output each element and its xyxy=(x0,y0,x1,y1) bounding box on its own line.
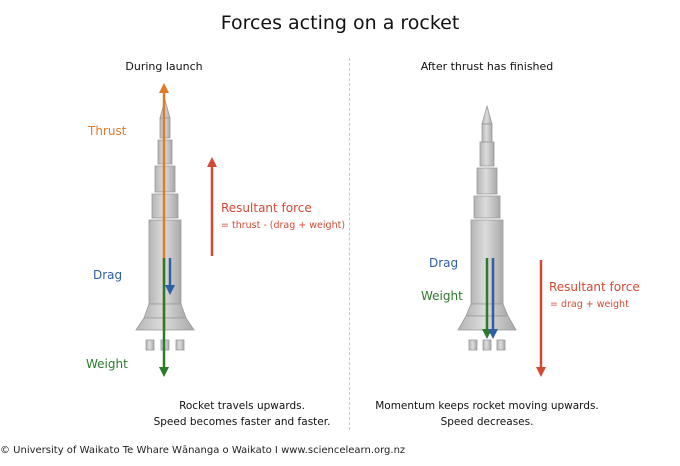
left-panel-title: During launch xyxy=(125,60,203,73)
left-caption-line1: Rocket travels upwards. xyxy=(179,400,305,412)
left-thrust-label: Thrust xyxy=(88,124,127,138)
panel-divider xyxy=(349,58,350,430)
left-drag-label: Drag xyxy=(93,268,123,282)
right-caption-line1: Momentum keeps rocket moving upwards. xyxy=(375,400,599,412)
footer-credit: © University of Waikato Te Whare Wānanga… xyxy=(0,445,406,456)
right-weight-label: Weight xyxy=(421,289,463,303)
left-caption-line2: Speed becomes faster and faster. xyxy=(153,416,331,428)
right-caption: Momentum keeps rocket moving upwards. Sp… xyxy=(357,398,617,430)
right-resultant-formula: = drag + weight xyxy=(550,299,629,310)
right-drag-label: Drag xyxy=(429,256,459,270)
right-panel-title: After thrust has finished xyxy=(420,60,554,73)
left-resultant-label: Resultant force xyxy=(221,201,312,215)
page-title: Forces acting on a rocket xyxy=(220,12,460,34)
left-caption: Rocket travels upwards. Speed becomes fa… xyxy=(112,398,372,430)
right-caption-line2: Speed decreases. xyxy=(440,416,534,428)
left-resultant-formula: = thrust - (drag + weight) xyxy=(221,220,346,231)
left-weight-label: Weight xyxy=(86,357,128,371)
right-rocket xyxy=(457,104,517,351)
left-rocket xyxy=(135,98,195,351)
right-resultant-label: Resultant force xyxy=(549,280,640,294)
